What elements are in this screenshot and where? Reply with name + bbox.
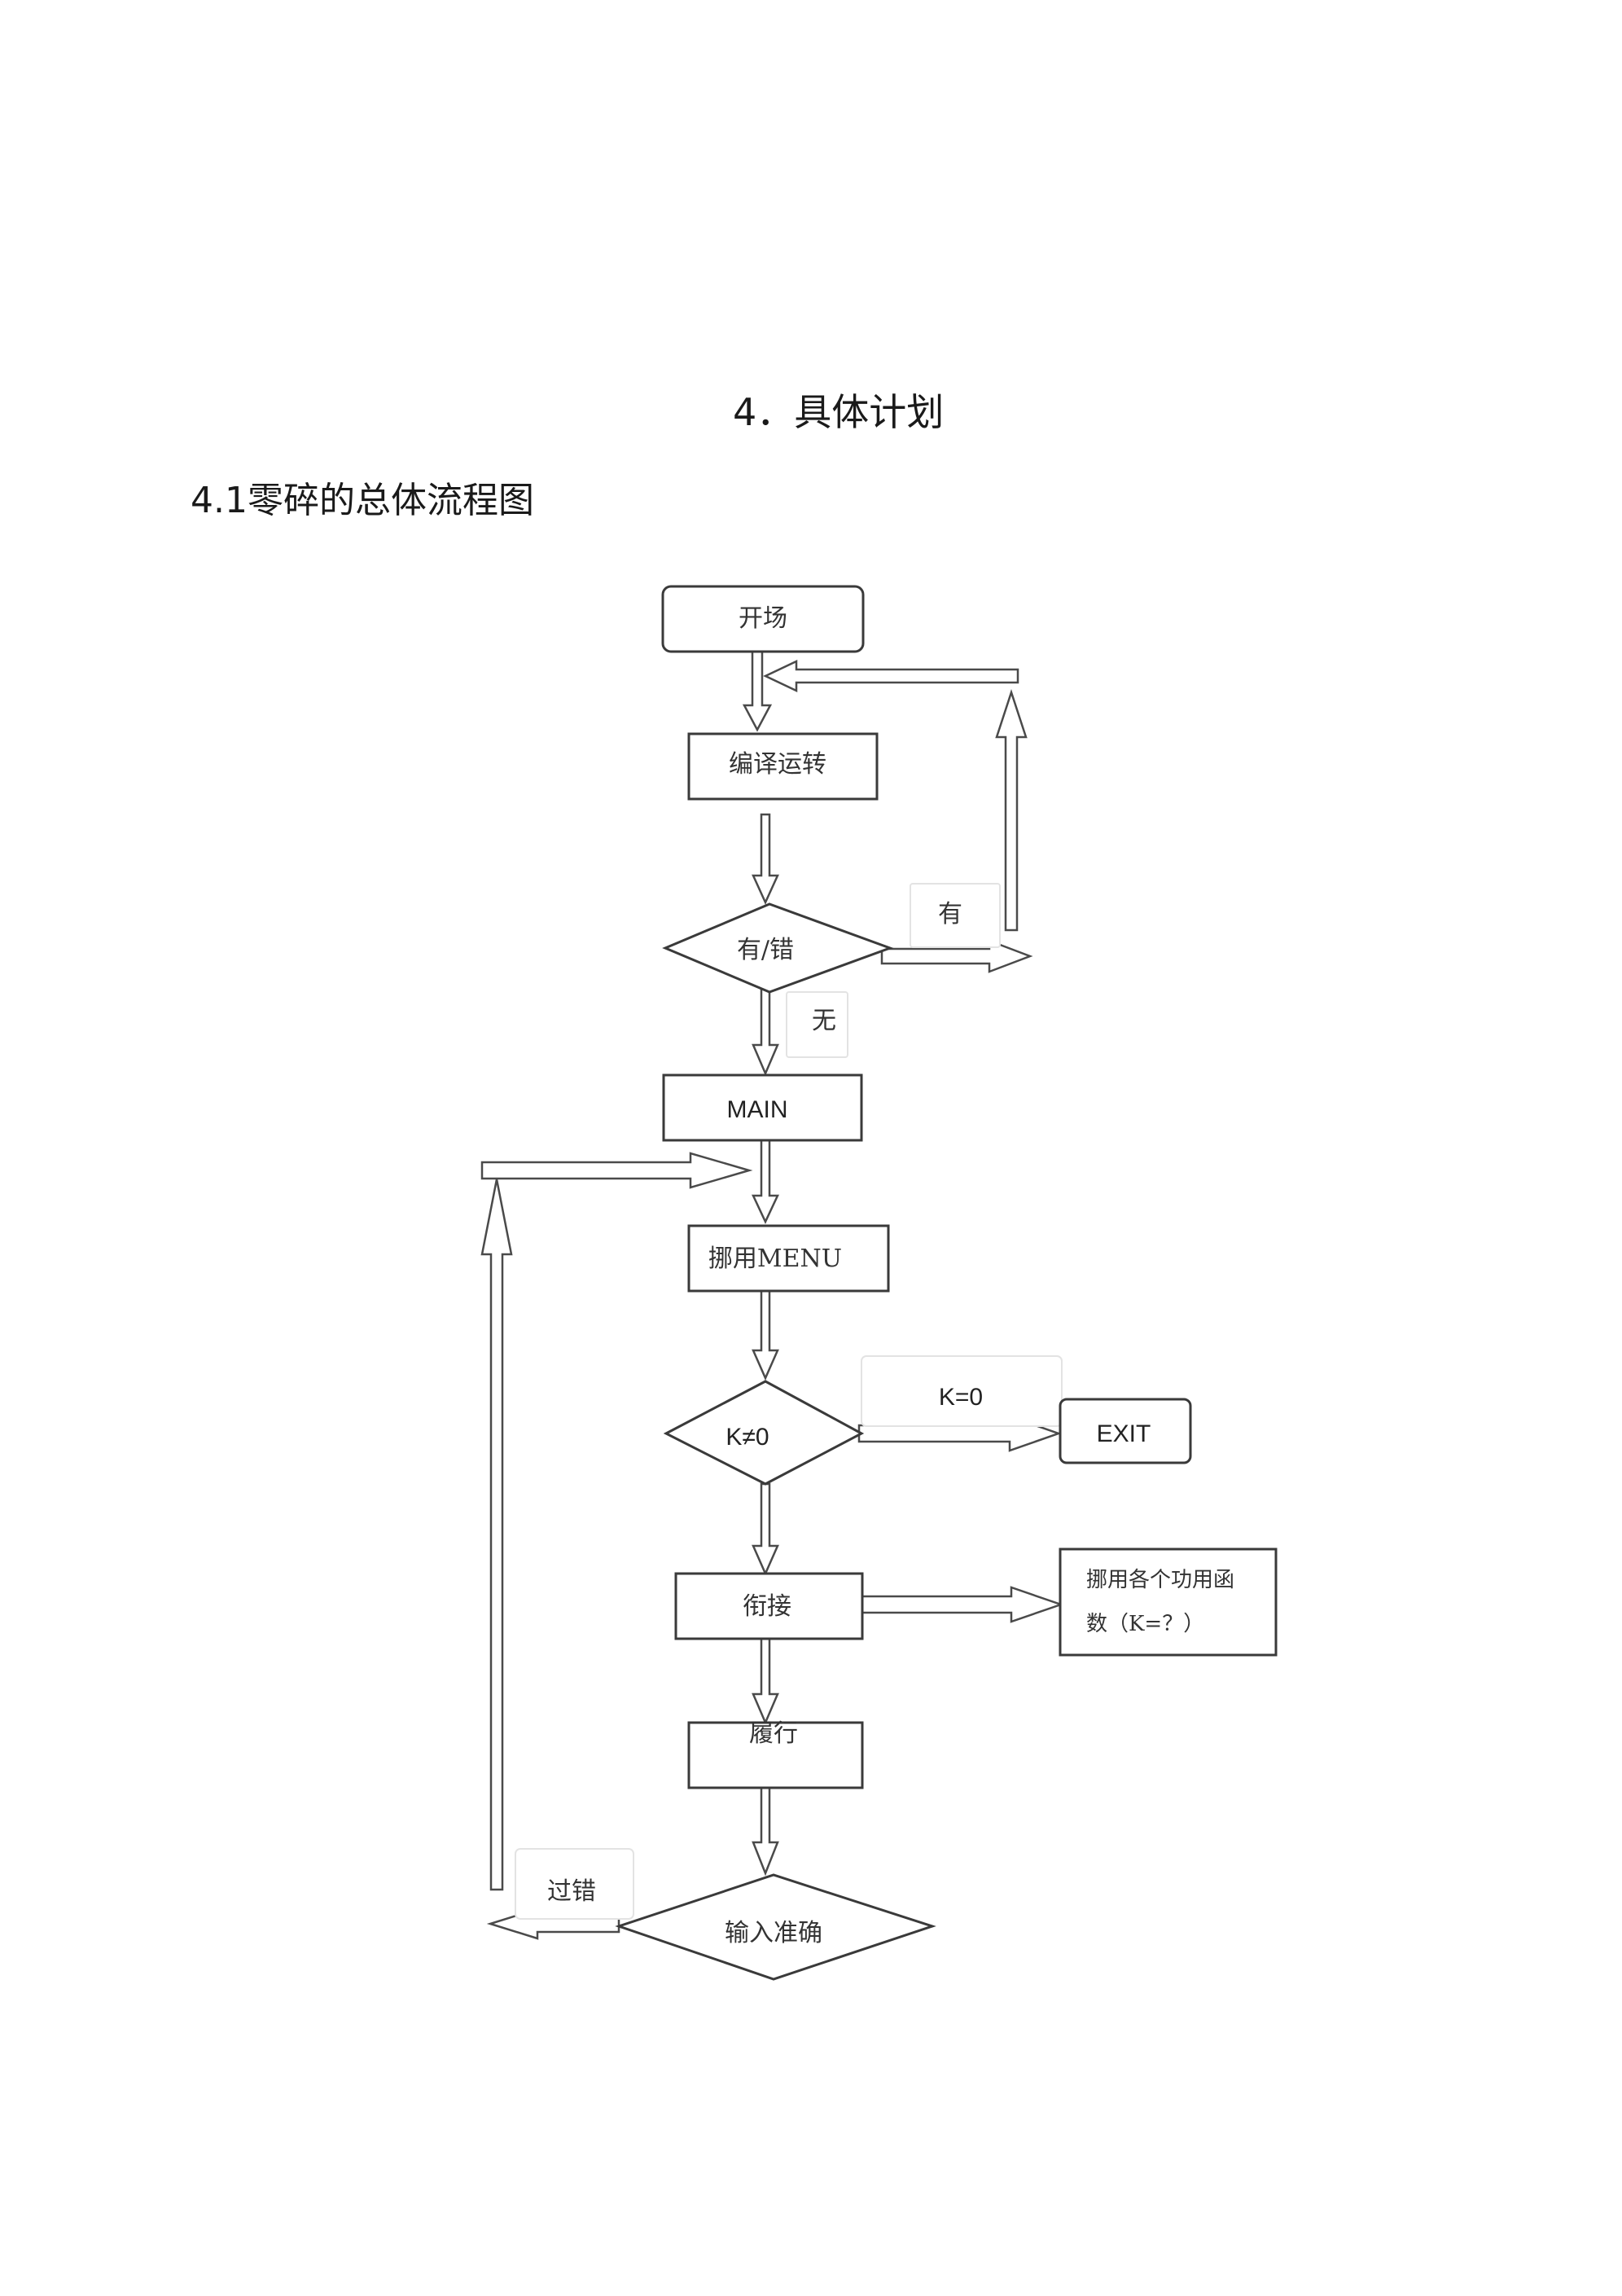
arrow-main-to-call-menu (752, 1137, 779, 1224)
label-box-k-zero (861, 1355, 1063, 1427)
node-call-functions (1059, 1547, 1278, 1657)
arrow-loop-back-to-compile (763, 660, 1019, 692)
node-compile-label: 编译运转 (729, 750, 826, 779)
node-call-functions-label-line2: 数（K=？） (1086, 1612, 1204, 1636)
section-subtitle: 4.1零碎的总体流程图 (191, 480, 534, 521)
arrow-k-check-to-connect (752, 1482, 779, 1577)
node-k-check (663, 1380, 865, 1486)
arrow-loop-up-left (480, 1179, 513, 1891)
label-box-no-error (786, 991, 848, 1058)
node-call-menu (687, 1224, 890, 1293)
node-call-menu-label: 挪用MENU (708, 1245, 842, 1273)
arrow-start-to-compile (742, 648, 773, 732)
arrow-connect-to-execute (752, 1637, 779, 1726)
label-box-input-wrong (515, 1848, 634, 1920)
arrow-call-menu-to-k-check (752, 1289, 779, 1381)
node-execute-label: 履行 (749, 1719, 798, 1748)
node-exit (1059, 1398, 1192, 1464)
node-input-check-label: 输入准确 (725, 1919, 822, 1947)
edge-label-k-zero: K=0 (939, 1384, 983, 1411)
node-k-check-label: K≠0 (726, 1424, 769, 1451)
node-start-label: 开场 (739, 604, 787, 633)
node-input-check (615, 1873, 936, 1981)
section-title: 4．具体计划 (733, 390, 945, 434)
node-error-check (662, 902, 894, 994)
node-connect-label: 衔接 (743, 1592, 791, 1621)
node-main (662, 1073, 863, 1142)
node-exit-label: EXIT (1097, 1420, 1151, 1447)
node-connect (674, 1572, 864, 1640)
node-start (661, 585, 865, 653)
edge-label-input-wrong: 过错 (547, 1877, 596, 1906)
node-error-check-label: 有/错 (737, 936, 794, 964)
arrow-execute-to-input-check (752, 1786, 779, 1877)
arrow-error-check-to-main (752, 986, 779, 1077)
arrow-compile-to-error-check (752, 813, 779, 906)
edge-label-no-error: 无 (812, 1007, 836, 1035)
arrow-connect-to-functions (860, 1586, 1064, 1623)
node-call-functions-label-line1: 挪用各个功用函 (1086, 1568, 1234, 1592)
node-compile (687, 732, 879, 801)
node-execute (687, 1721, 864, 1789)
arrow-loop-up-right (995, 688, 1028, 932)
arrow-loop-back-to-menu (480, 1152, 753, 1189)
label-box-has-error (910, 883, 1001, 948)
node-main-label: MAIN (727, 1096, 788, 1123)
edge-label-has-error: 有 (938, 900, 962, 928)
